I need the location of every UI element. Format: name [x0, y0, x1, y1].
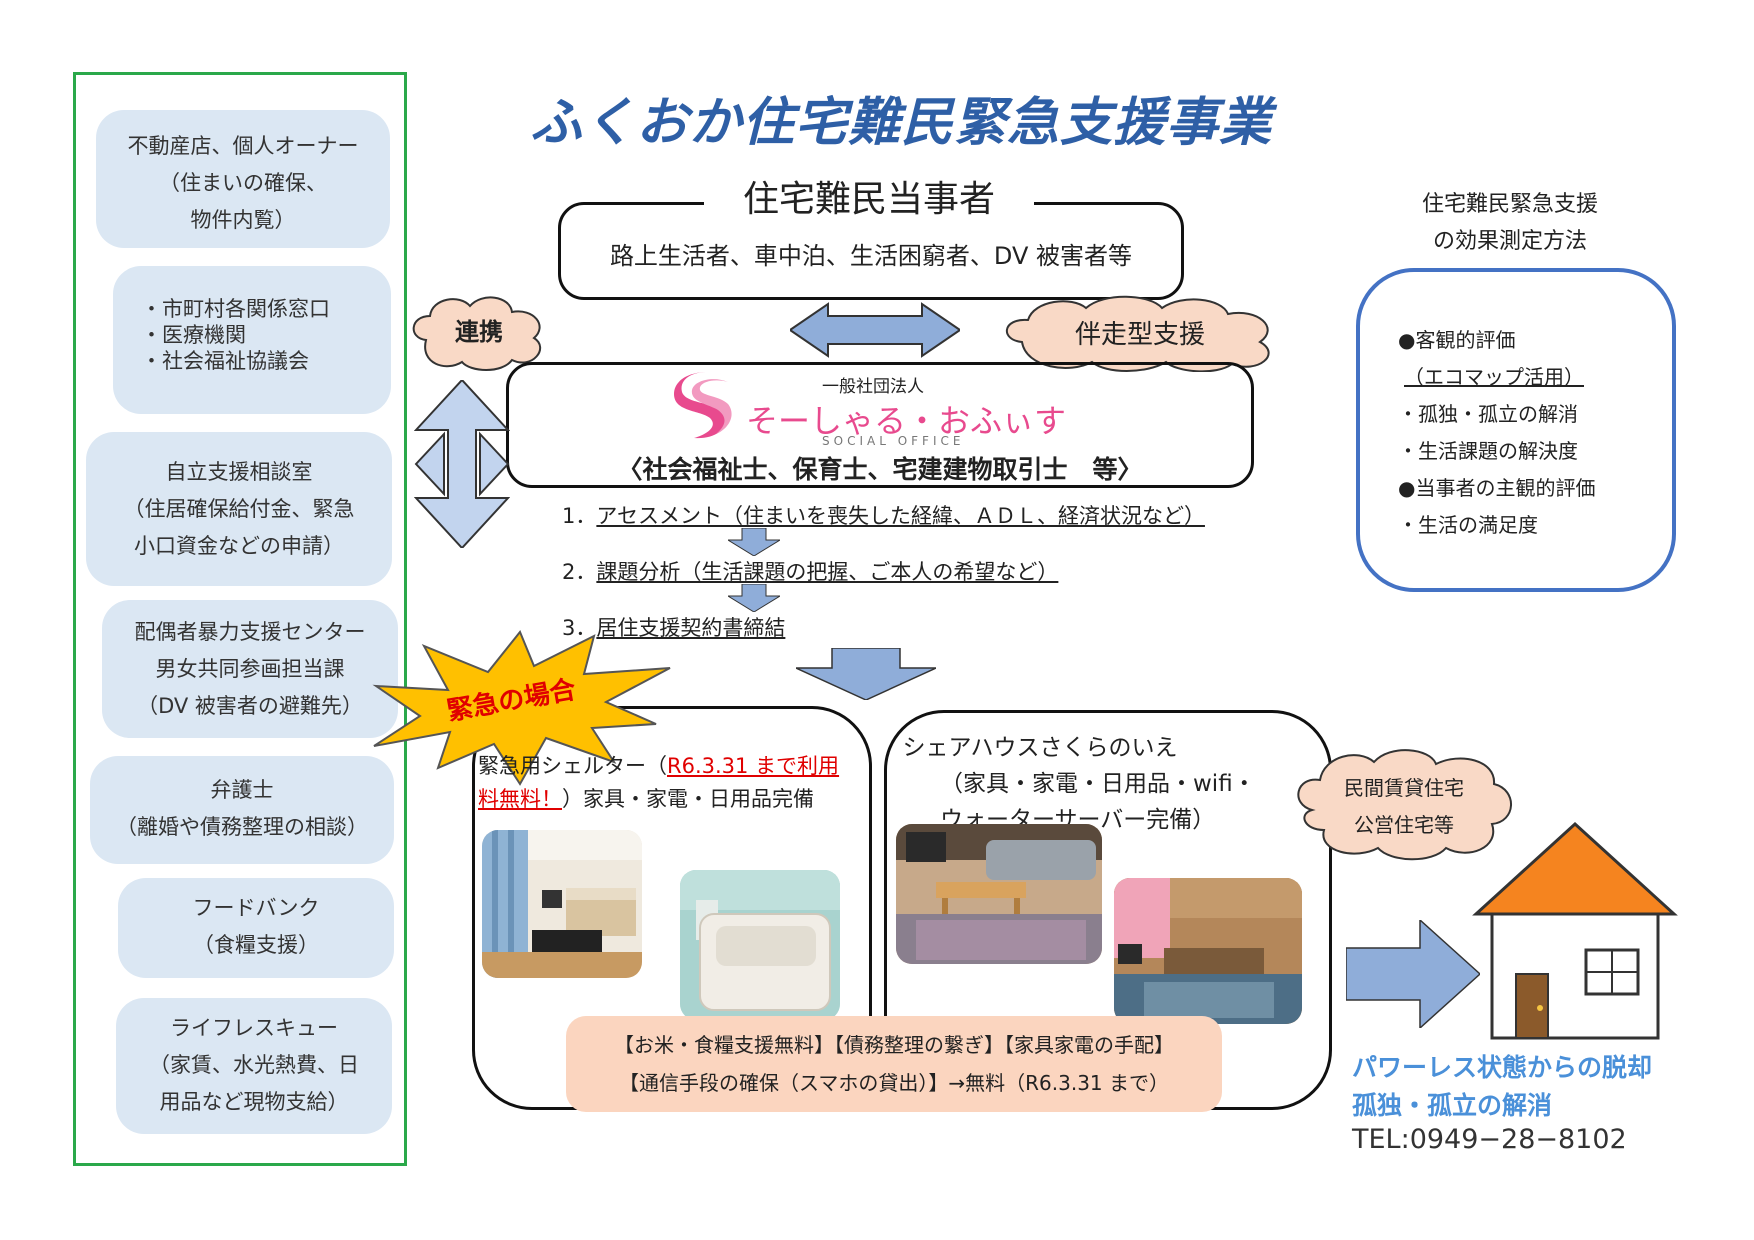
measure-item: （エコマップ活用） [1404, 365, 1584, 389]
partner-lawyer: 弁護士 （離婚や債務整理の相談） [90, 756, 394, 864]
step-arrow-down-icon [728, 584, 780, 612]
partner-line: （住居確保給付金、緊急 [123, 497, 355, 521]
link-arrow-horizontal [414, 380, 510, 548]
partner-line: 物件内覧） [190, 208, 296, 232]
org-prefix: 一般社団法人 [822, 377, 924, 397]
partner-line: ・医療機関 [141, 323, 246, 347]
org-logo-icon [674, 372, 732, 439]
housing-cloud-text: 民間賃貸住宅 公営住宅等 [1290, 770, 1518, 844]
housing-cloud [1297, 749, 1512, 861]
partners-panel [73, 72, 407, 1166]
big-arrow-down-icon [796, 648, 936, 700]
bansou-label: 伴走型支援 [1074, 320, 1205, 350]
step-1-number: 1． [562, 504, 597, 528]
partner-line: フードバンク [192, 896, 320, 920]
shelter-label: 緊急用シェルター（R6.3.31 まで利用 料無料！）家具・家電・日用品完備 [478, 750, 868, 816]
shelter-free-text: R6.3.31 まで利用 [667, 754, 840, 778]
measurement-heading: 住宅難民緊急支援 の効果測定方法 [1380, 186, 1640, 260]
partner-line: 小口資金などの申請） [134, 534, 344, 558]
renkei-label: 連携 [455, 318, 503, 346]
outcome-line-2: 孤独・孤立の解消 [1352, 1091, 1553, 1120]
outcome-line-1: パワーレス状態からの脱却 [1352, 1053, 1653, 1082]
measurement-heading-line-2: の効果測定方法 [1432, 229, 1587, 254]
partner-line: 配偶者暴力支援センター [134, 620, 366, 644]
partner-foodbank: フードバンク （食糧支援） [118, 878, 394, 978]
link-arrow-vertical [790, 302, 960, 358]
partner-selfsupport: 自立支援相談室 （住居確保給付金、緊急 小口資金などの申請） [86, 432, 392, 586]
partner-municipal: ・市町村各関係窓口 ・医療機関 ・社会福祉協議会 [113, 266, 391, 414]
partner-line: （住まいの確保、 [159, 171, 327, 195]
benefits-line-2: 【通信手段の確保（スマホの貸出）】→無料（R6.3.31 まで） [618, 1071, 1170, 1095]
partner-line: 用品など現物支給） [159, 1090, 349, 1114]
contact-tel: TEL:0949−28−8102 [1352, 1124, 1627, 1155]
measure-item: ・生活の満足度 [1398, 513, 1538, 537]
step-1: 1．アセスメント（住まいを喪失した経緯、ＡＤＬ、経済状況など） [562, 500, 1205, 530]
org-box [506, 362, 1254, 488]
step-2: 2．課題分析（生活課題の把握、ご本人の希望など） [562, 556, 1058, 586]
measure-item: ●客観的評価 [1398, 328, 1516, 352]
page-title: ふくおか住宅難民緊急支援事業 [530, 93, 1273, 153]
bansou-cloud [1005, 295, 1270, 372]
sharehouse-room-photo [1114, 878, 1302, 1024]
renkei-cloud [412, 296, 541, 371]
shelter-bath-photo [680, 870, 840, 1020]
emergency-burst [372, 630, 671, 786]
housing-line-2: 公営住宅等 [1354, 813, 1454, 837]
partner-line: 自立支援相談室 [165, 460, 313, 484]
org-name: そーしゃる・おふぃす [746, 402, 1067, 440]
shelter-free-text-2: 料無料！ [478, 787, 562, 811]
partner-line: 不動産店、個人オーナー [127, 134, 359, 158]
housing-line-1: 民間賃貸住宅 [1344, 776, 1464, 800]
measure-item: ・孤独・孤立の解消 [1398, 402, 1578, 426]
partner-line: ライフレスキュー [170, 1016, 338, 1040]
shelter-label-a: 緊急用シェルター（ [478, 754, 667, 778]
target-subtext: 路上生活者、車中泊、生活困窮者、DV 被害者等 [609, 242, 1133, 270]
benefits-banner: 【お米・食糧支援無料】【債務整理の繋ぎ】【家具家電の手配】 【通信手段の確保（ス… [566, 1016, 1222, 1112]
sharehouse-heading: シェアハウスさくらのいえ [902, 735, 1178, 761]
partner-line: 弁護士 [210, 778, 274, 802]
partner-liferescue: ライフレスキュー （家賃、水光熱費、日 用品など現物支給） [116, 998, 392, 1134]
step-1-text: アセスメント（住まいを喪失した経緯、ＡＤＬ、経済状況など） [596, 504, 1205, 528]
measure-item: ・生活課題の解決度 [1398, 439, 1578, 463]
sharehouse-line-2: （家具・家電・日用品・wifi・ [940, 771, 1256, 797]
partner-dv-center: 配偶者暴力支援センター 男女共同参画担当課 （DV 被害者の避難先） [102, 600, 398, 738]
partner-line: （食糧支援） [193, 933, 319, 957]
partner-line: （家賃、水光熱費、日 [149, 1053, 359, 1077]
to-house-arrow-icon [1346, 920, 1480, 1028]
target-heading: 住宅難民当事者 [704, 176, 1034, 224]
step-2-number: 2． [562, 560, 597, 584]
org-sub: SOCIAL OFFICE [822, 434, 965, 448]
org-staff: 〈社会福祉士、保育士、宅建建物取引士 等〉 [617, 455, 1143, 484]
partner-line: （DV 被害者の避難先） [137, 694, 363, 718]
step-3-number: 3． [562, 616, 597, 640]
measurement-heading-line-1: 住宅難民緊急支援 [1421, 192, 1598, 217]
house-icon [1472, 821, 1678, 1040]
partner-realestate: 不動産店、個人オーナー （住まいの確保、 物件内覧） [96, 110, 390, 248]
partner-line: ・市町村各関係窓口 [141, 297, 330, 321]
benefits-line-1: 【お米・食糧支援無料】【債務整理の繋ぎ】【家具家電の手配】 [614, 1033, 1174, 1057]
shelter-room-photo [482, 830, 642, 978]
step-3-text: 居住支援契約書締結 [596, 616, 786, 640]
step-3: 3．居住支援契約書締結 [562, 612, 785, 642]
measure-item: ●当事者の主観的評価 [1398, 476, 1596, 500]
step-2-text: 課題分析（生活課題の把握、ご本人の希望など） [596, 560, 1059, 584]
shelter-label-b: ）家具・家電・日用品完備 [562, 787, 814, 811]
step-arrow-down-icon [728, 528, 780, 556]
sharehouse-living-photo [896, 824, 1102, 964]
partner-line: （離婚や債務整理の相談） [116, 815, 368, 839]
partner-line: 男女共同参画担当課 [155, 657, 345, 681]
partner-line: ・社会福祉協議会 [141, 349, 309, 373]
measurement-box: ●客観的評価 （エコマップ活用） ・孤独・孤立の解消 ・生活課題の解決度 ●当事… [1356, 268, 1676, 592]
